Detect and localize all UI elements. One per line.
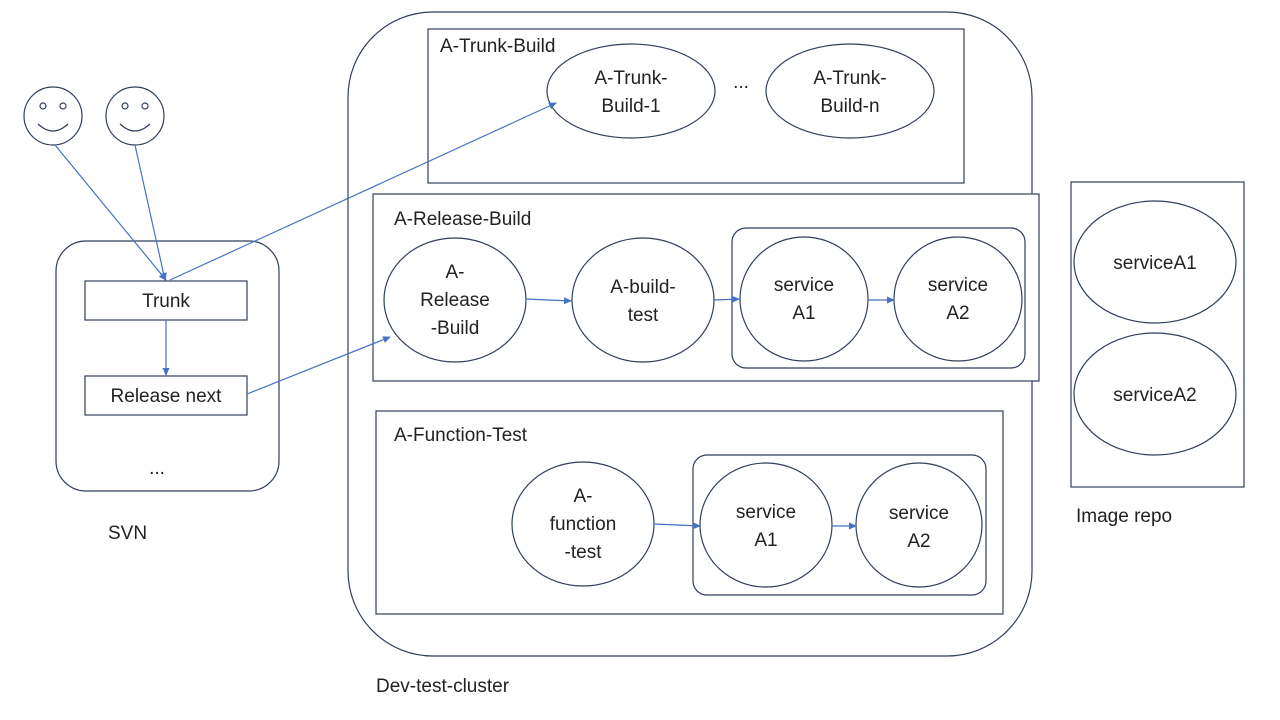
image-servicea1-node[interactable]: serviceA1: [1073, 200, 1237, 324]
function-test-node[interactable]: A- function -test: [511, 461, 655, 587]
node-label: Build-1: [601, 96, 660, 117]
release-build-to-build-test-arrow: [525, 297, 572, 305]
function-test-to-service-a1-arrow: [653, 522, 701, 530]
node-label: A-: [446, 262, 465, 283]
node-label: function: [550, 514, 617, 535]
release-next-to-release-build-arrow: [246, 336, 391, 395]
trunk-label: Trunk: [142, 291, 190, 312]
node-label: -test: [565, 542, 603, 563]
release-next-label: Release next: [111, 386, 223, 407]
image-repo-group: [1070, 181, 1245, 488]
node-label: A2: [946, 303, 969, 324]
release-service-a2-node[interactable]: service A2: [893, 236, 1023, 362]
function-service-a2-node[interactable]: service A2: [855, 462, 983, 588]
release-build-title: A-Release-Build: [394, 209, 531, 230]
node-label: A1: [792, 303, 815, 324]
trunk-build-group: [427, 28, 965, 184]
release-service-a1-node[interactable]: service A1: [739, 236, 869, 362]
function-service-a1-node[interactable]: service A1: [699, 462, 833, 588]
node-label: service: [889, 503, 949, 524]
node-label: service: [928, 275, 988, 296]
function-test-group: [375, 410, 1004, 615]
node-label: A2: [907, 531, 930, 552]
node-label: Build-n: [820, 96, 879, 117]
function-test-title: A-Function-Test: [394, 425, 528, 446]
trunk-build-1-node[interactable]: A-Trunk- Build-1: [546, 43, 716, 139]
node-label: service: [774, 275, 834, 296]
node-label: serviceA1: [1113, 253, 1196, 274]
node-label: Release: [420, 290, 490, 311]
user2-to-trunk-arrow: [134, 144, 167, 281]
trunk-box[interactable]: [84, 280, 248, 321]
node-label: A-build-: [610, 277, 675, 298]
trunk-build-n-node[interactable]: A-Trunk- Build-n: [765, 43, 935, 139]
svn-container: [55, 240, 280, 492]
node-label: A1: [754, 530, 777, 551]
user-icon: [23, 86, 83, 146]
image-repo-title: Image repo: [1076, 506, 1172, 527]
user1-to-trunk-arrow: [54, 144, 167, 281]
trunk-build-title: A-Trunk-Build: [440, 36, 555, 57]
build-test-to-service-a1-arrow: [713, 295, 740, 303]
svn-title: SVN: [108, 523, 147, 544]
node-label: A-Trunk-: [594, 68, 667, 89]
node-label: serviceA2: [1113, 385, 1196, 406]
build-test-node[interactable]: A-build- test: [571, 237, 715, 363]
node-label: test: [628, 305, 659, 326]
trunk-to-trunk-build-arrow: [169, 102, 557, 281]
release-next-box[interactable]: [84, 375, 248, 416]
node-label: -Build: [431, 318, 480, 339]
node-label: A-Trunk-: [813, 68, 886, 89]
cluster-title: Dev-test-cluster: [376, 676, 510, 697]
image-servicea2-node[interactable]: serviceA2: [1073, 332, 1237, 456]
svn-ellipsis: ...: [149, 458, 165, 479]
release-build-node[interactable]: A- Release -Build: [383, 237, 527, 363]
node-label: service: [736, 502, 796, 523]
node-label: A-: [574, 486, 593, 507]
user-icon: [105, 86, 165, 146]
trunk-build-ellipsis: ...: [733, 72, 749, 93]
